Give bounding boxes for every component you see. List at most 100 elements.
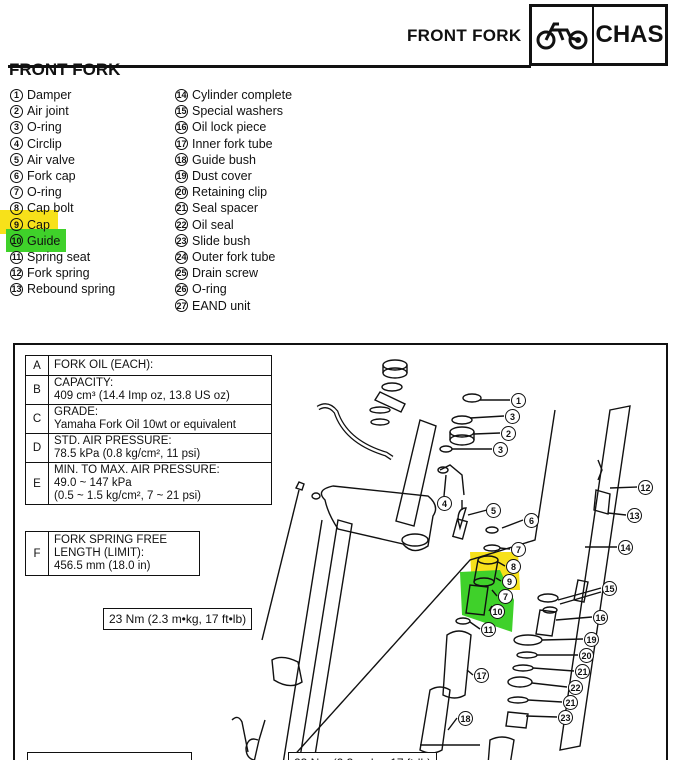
spec-line: LENGTH (LIMIT):	[54, 547, 145, 559]
torque-spec-label: 23 Nm (2.3 m•kg, 17 ft•lb)	[103, 608, 253, 630]
part-number-badge: 26	[175, 283, 188, 297]
part-number-badge: 19	[175, 169, 188, 183]
spec-key: F	[26, 532, 49, 575]
part-number-badge: 22	[175, 218, 188, 232]
callout-number: 2	[501, 426, 516, 441]
part-number-badge: 7	[10, 185, 23, 199]
callout-number: 14	[618, 540, 633, 555]
spec-value: 409 cm³ (14.4 Imp oz, 13.8 US oz)	[54, 390, 230, 402]
callout-number: 13	[627, 508, 642, 523]
callout-number: 22	[568, 680, 583, 695]
part-number-badge: 25	[175, 266, 188, 280]
part-number-badge: 8	[10, 202, 23, 216]
callout-number: 3	[493, 442, 508, 457]
part-number-badge: 17	[175, 137, 188, 151]
part-label: O-ring	[27, 185, 62, 200]
callout-number: 12	[638, 480, 653, 495]
callout-number: 7	[498, 589, 513, 604]
part-number-badge: 5	[10, 153, 23, 167]
spec-values: FORK OIL (EACH):	[49, 356, 271, 375]
part-label: Damper	[27, 88, 72, 102]
spec-row: A FORK OIL (EACH):	[26, 356, 271, 376]
part-label: EAND unit	[192, 298, 251, 313]
part-number-badge: 4	[10, 137, 23, 151]
part-number-badge: 20	[175, 185, 188, 199]
callout-number: 23	[558, 710, 573, 725]
spec-line: FORK SPRING FREE	[54, 534, 168, 546]
callout-number: 9	[502, 574, 517, 589]
part-label: Dust cover	[192, 169, 252, 184]
part-number-badge: 15	[175, 104, 188, 118]
part-label: Seal spacer	[192, 201, 259, 216]
part-number-badge: 12	[10, 266, 23, 280]
part-label: Spring seat	[27, 250, 91, 265]
part-list-item: 17 Inner fork tube	[175, 136, 292, 152]
torque-spec-label-bottom: 23 Nm (2.3 m•kg, 17 ft•lb)	[288, 752, 438, 760]
callout-number: 7	[511, 542, 526, 557]
callout-number: 10	[490, 604, 505, 619]
spec-box-bottom	[27, 752, 192, 760]
callout-number: 16	[593, 610, 608, 625]
spec-value: Yamaha Fork Oil 10wt or equivalent	[54, 419, 236, 431]
part-list-item: 1 Damper	[10, 87, 115, 103]
part-list-item: 8 Cap bolt	[10, 200, 115, 216]
part-label: Cap bolt	[27, 201, 74, 216]
part-label: Inner fork tube	[192, 136, 273, 151]
spec-values: STD. AIR PRESSURE:78.5 kPa (0.8 kg/cm², …	[49, 434, 271, 462]
spec-values: GRADE:Yamaha Fork Oil 10wt or equivalent	[49, 405, 271, 433]
part-label: Oil seal	[192, 217, 234, 232]
motorcycle-icon	[532, 7, 594, 63]
part-number-badge: 13	[10, 283, 23, 297]
callout-number: 5	[486, 503, 501, 518]
part-label: Air joint	[27, 104, 69, 119]
spec-heading: MIN. TO MAX. AIR PRESSURE:	[54, 464, 220, 476]
part-number-badge: 14	[175, 88, 188, 102]
spec-key: A	[26, 356, 49, 375]
spec-heading: STD. AIR PRESSURE:	[54, 435, 172, 447]
callout-number: 21	[575, 664, 590, 679]
part-label: Cylinder complete	[192, 88, 293, 102]
spec-value: 49.0 ~ 147 kPa	[54, 477, 132, 489]
spec-value: (0.5 ~ 1.5 kg/cm², 7 ~ 21 psi)	[54, 490, 202, 502]
part-label: Drain screw	[192, 266, 258, 281]
spec-heading: FORK OIL (EACH):	[54, 359, 154, 371]
part-list-item: 19 Dust cover	[175, 168, 292, 184]
part-number-badge: 1	[10, 88, 23, 102]
callout-number: 6	[524, 513, 539, 528]
callout-number: 17	[474, 668, 489, 683]
page-title: FRONT FORK	[9, 60, 121, 79]
spec-key: B	[26, 376, 49, 404]
spec-key: C	[26, 405, 49, 433]
part-label: Fork cap	[27, 169, 76, 184]
callout-number: 20	[579, 648, 594, 663]
header-rule	[8, 65, 531, 68]
callout-number: 21	[563, 695, 578, 710]
diagram-frame	[13, 343, 668, 760]
chapter-badge-text: CHAS	[595, 21, 664, 48]
callout-number: 11	[481, 622, 496, 637]
part-list-item: 14 Cylinder complete	[175, 87, 292, 103]
callout-number: 8	[506, 559, 521, 574]
spec-key: E	[26, 463, 49, 504]
part-number-badge: 6	[10, 169, 23, 183]
callout-number: 18	[458, 711, 473, 726]
spec-row: E MIN. TO MAX. AIR PRESSURE:49.0 ~ 147 kP…	[26, 463, 271, 504]
spec-values: CAPACITY:409 cm³ (14.4 Imp oz, 13.8 US o…	[49, 376, 271, 404]
part-number-badge: 9	[10, 218, 23, 232]
